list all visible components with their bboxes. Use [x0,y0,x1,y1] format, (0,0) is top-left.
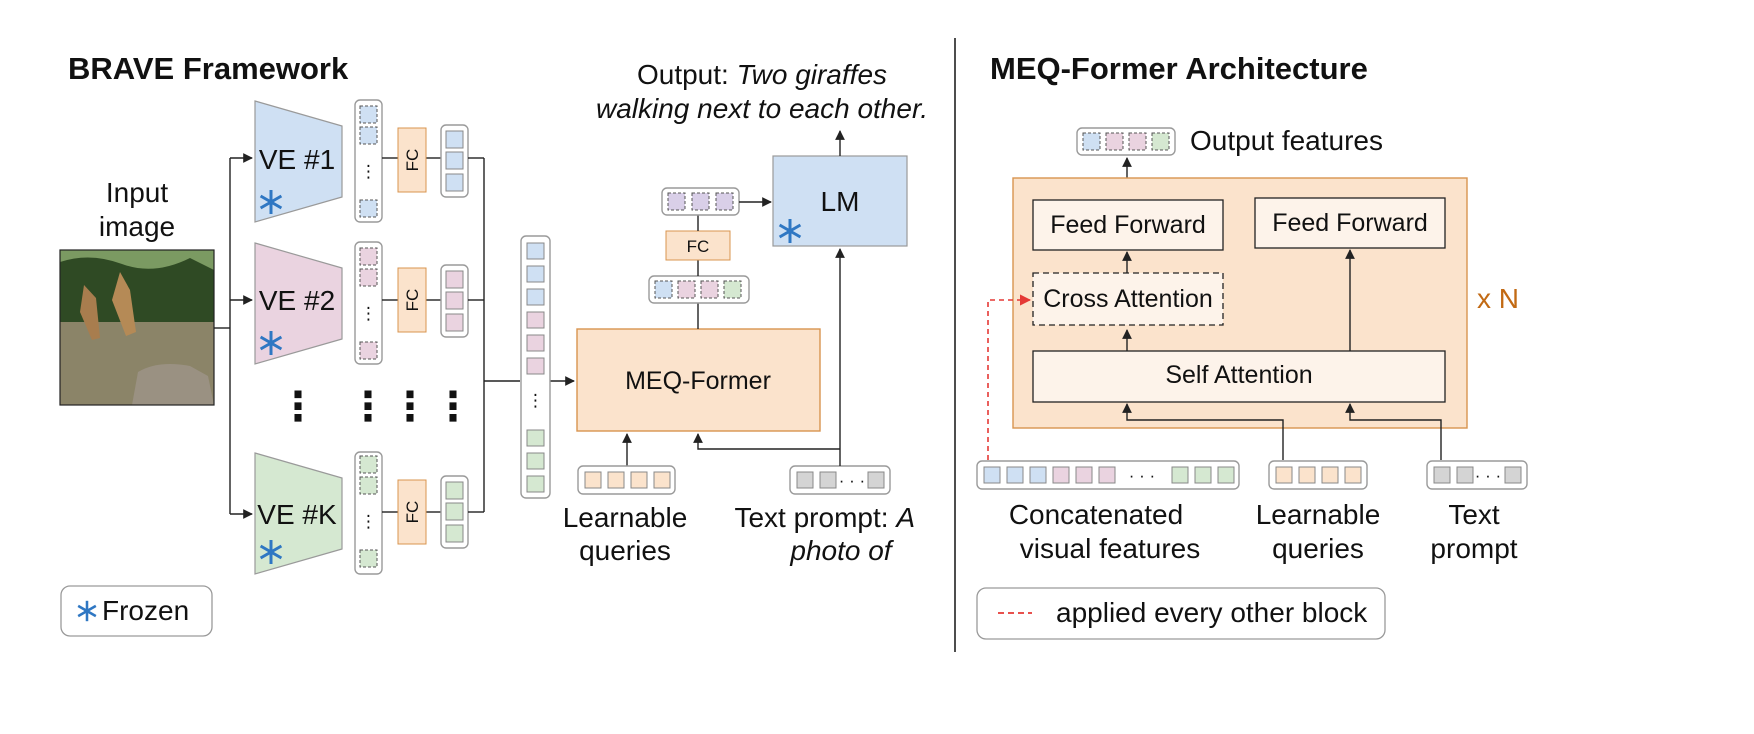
repeat-label: x N [1477,283,1519,314]
projected-tokens-1 [440,124,469,198]
self-attention-input-lines [1122,403,1442,460]
meq-former-label: MEQ-Former [625,367,771,395]
brave-title: BRAVE Framework [68,51,349,86]
fc-block-k: FC [397,479,427,545]
concatenated-tokens: ⋮ [520,235,551,499]
vertical-dots: ⋮ [348,385,388,429]
fc-block-2: FC [397,267,427,333]
meq-former-block: MEQ-Former [576,328,821,432]
vertical-dots: ⋮ [278,385,318,429]
meq-output-path: FC [648,187,772,329]
feed-forward-left-label: Feed Forward [1050,211,1206,239]
meq-title: MEQ-Former Architecture [990,51,1368,86]
token-dots: ⋮ [360,162,377,181]
input-label-line2: image [99,211,175,242]
text-prompt-line2: photo of [789,535,894,566]
self-attention-block: Self Attention [1032,350,1446,403]
lm-block: LM [772,130,908,247]
output-features-label: Output features [1190,125,1383,156]
encoder-2-label: VE #2 [259,285,335,316]
vertical-dots: ⋮ [390,385,430,429]
cross-attention-block: Cross Attention [1032,272,1224,326]
output-text-line1: Output: Two giraffes [637,59,887,90]
self-attention-label: Self Attention [1165,361,1312,389]
fc-label: FC [403,289,422,312]
lm-label: LM [821,186,860,217]
merge-lines [468,157,575,513]
encoder-1-label: VE #1 [259,144,335,175]
vertical-dots: ⋮ [433,385,473,429]
encoder-1-tokens: ⋮ [354,99,383,223]
token-dots: · · · [839,471,865,490]
fc-block-1: FC [397,127,427,193]
learnable-queries-right: Learnable queries [1256,460,1381,564]
input-label-line1: Input [106,177,168,208]
token-dots: ⋮ [360,304,377,323]
text-prompt-left: · · · Text prompt: A photo of [693,248,915,566]
output-text-line2: walking next to each other. [596,93,928,124]
ellipsis-row: ⋮ ⋮ ⋮ ⋮ [278,385,473,429]
projected-tokens-2 [440,264,469,338]
cross-attention-label: Cross Attention [1043,285,1213,313]
encoder-k: VE #K [254,452,343,575]
dashed-legend: applied every other block [976,587,1386,640]
text-right-line1: Text [1448,499,1500,530]
feed-forward-left: Feed Forward [1032,199,1224,251]
feed-forward-right-label: Feed Forward [1272,209,1428,237]
token-dots: ⋮ [527,391,544,410]
input-image [59,249,215,406]
dashed-legend-label: applied every other block [1056,597,1368,628]
encoder-k-tokens: ⋮ [354,451,383,575]
text-prompt-right: · · · Text prompt [1426,460,1528,564]
learnable-right-line1: Learnable [1256,499,1381,530]
encoder-2-tokens: ⋮ [354,241,383,365]
text-prompt-line1: Text prompt: A [734,502,915,533]
fc-connections [382,157,441,513]
learnable-queries-line2: queries [579,535,671,566]
projected-tokens-k [440,475,469,549]
frozen-legend-label: Frozen [102,595,189,626]
encoder-k-label: VE #K [257,499,337,530]
concat-line1: Concatenated [1009,499,1183,530]
image-to-encoders-lines [214,153,253,519]
text-right-line2: prompt [1430,533,1517,564]
concat-line2: visual features [1020,533,1201,564]
token-dots: · · · [1475,466,1501,485]
token-dots: ⋮ [360,512,377,531]
encoder-2: VE #2 [254,242,343,365]
output-features: Output features [1076,125,1383,156]
frozen-legend: Frozen [60,585,213,637]
fc-label: FC [403,501,422,524]
learnable-right-line2: queries [1272,533,1364,564]
encoder-1: VE #1 [254,100,343,223]
fc-label: FC [403,149,422,172]
feed-forward-right: Feed Forward [1254,197,1446,249]
concatenated-visual-features: · · · Concatenated visual features [976,460,1240,564]
token-dots: · · · [1129,466,1155,485]
fc-label: FC [687,237,710,256]
learnable-queries-left: Learnable queries [563,433,688,566]
learnable-queries-line1: Learnable [563,502,688,533]
